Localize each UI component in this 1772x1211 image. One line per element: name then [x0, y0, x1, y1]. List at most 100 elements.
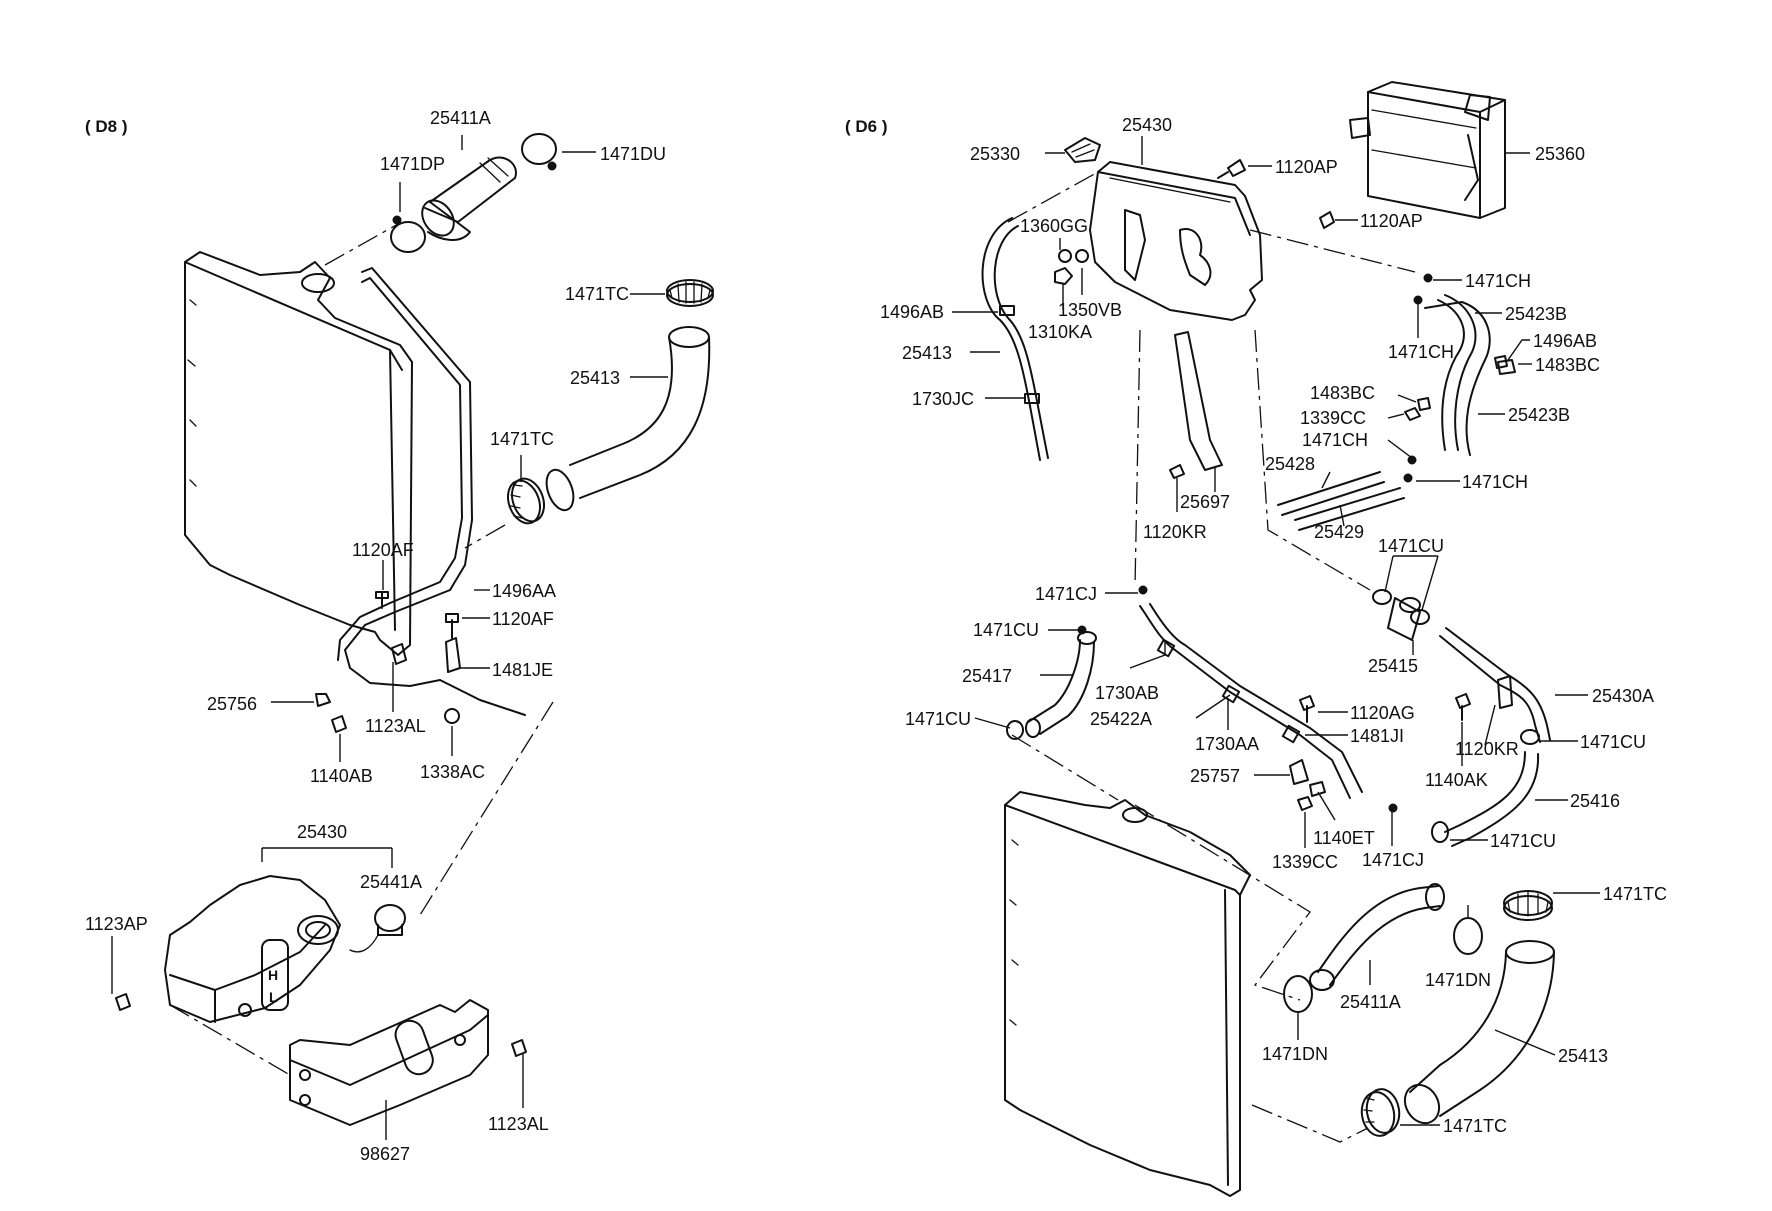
- label-98627: 98627: [360, 1144, 410, 1164]
- label-1350VB: 1350VB: [1058, 300, 1122, 320]
- nut-1310KA: [1054, 267, 1073, 285]
- label-25422A: 25422A: [1090, 709, 1152, 729]
- label-1120AF-b: 1120AF: [492, 609, 554, 629]
- bolt-1140AB: [331, 715, 347, 733]
- bolt-1140ET: [1309, 781, 1326, 797]
- label-1471DU: 1471DU: [600, 144, 666, 164]
- cap-25441A: [349, 904, 406, 953]
- label-1120KR-a: 1120KR: [1143, 522, 1207, 542]
- label-1471TC-mid-d8: 1471TC: [490, 429, 554, 449]
- hose-25423B-upper: [1437, 299, 1465, 451]
- hose-25428: [1277, 471, 1385, 516]
- bolt-1140AK: [1455, 693, 1471, 721]
- washer-1360GG: [1058, 249, 1072, 263]
- radiator-d8: [184, 251, 413, 656]
- label-25757: 25757: [1190, 766, 1240, 786]
- label-1730AA: 1730AA: [1195, 734, 1259, 754]
- clamp-1471DN-b: [1283, 975, 1313, 1013]
- bracket-1481JE: [445, 637, 461, 673]
- bolt-1120AP-b: [1319, 211, 1335, 229]
- label-25413-d8: 25413: [570, 368, 620, 388]
- leaders-d8: [111, 135, 668, 1140]
- clamp-1471CU-b: [1077, 625, 1087, 635]
- label-1338AC: 1338AC: [420, 762, 485, 782]
- label-25430-d6: 25430: [1122, 115, 1172, 135]
- bolt-1123AP: [115, 993, 131, 1011]
- label-1471CJ-a: 1471CJ: [1035, 584, 1097, 604]
- cap-25330: [1064, 137, 1101, 163]
- bracket-25697: [1174, 331, 1223, 471]
- clamp-1471CU-a1: [1372, 589, 1392, 605]
- d6-assembly: [981, 81, 1555, 1197]
- bracket-98627: [289, 999, 489, 1126]
- clamp-1471TC-a: [1503, 890, 1553, 921]
- label-25416: 25416: [1570, 791, 1620, 811]
- label-1471CH-d: 1471CH: [1462, 472, 1528, 492]
- labels-d8: ( D8 ) 25411A 1471DP 1471DU 1471TC 25413…: [85, 108, 666, 1164]
- label-25429: 25429: [1314, 522, 1364, 542]
- label-1140AK: 1140AK: [1425, 770, 1488, 790]
- fitting-25415: [1387, 597, 1421, 641]
- label-1471TC-a-d6: 1471TC: [1603, 884, 1667, 904]
- label-1481JI: 1481JI: [1350, 726, 1404, 746]
- label-25417: 25417: [962, 666, 1012, 686]
- nut-1339CC-a: [1404, 407, 1421, 421]
- hose-25416: [1444, 751, 1526, 833]
- d8-assembly: H L: [115, 133, 714, 1126]
- reservoir-25360: [1349, 81, 1506, 219]
- bolt-1123AL-b: [511, 1039, 527, 1057]
- label-1471CU-d: 1471CU: [1580, 732, 1646, 752]
- clamp-1471TC-mid: [507, 477, 545, 525]
- leaders-d6: [952, 136, 1600, 1126]
- label-1471CU-e: 1471CU: [1490, 831, 1556, 851]
- bolt-1120KR-a: [1169, 464, 1185, 479]
- label-1120AG: 1120AG: [1350, 703, 1415, 723]
- label-1120AP-b: 1120AP: [1360, 211, 1423, 231]
- label-1471CU-c: 1471CU: [905, 709, 971, 729]
- label-1481JE: 1481JE: [492, 660, 553, 680]
- clamp-1471TC-top: [666, 279, 714, 307]
- nut-1339CC-b: [1297, 796, 1313, 811]
- label-25430-d8: 25430: [297, 822, 347, 842]
- label-25441A: 25441A: [360, 872, 422, 892]
- label-1123AP: 1123AP: [85, 914, 148, 934]
- label-25413-d6-a: 25413: [902, 343, 952, 363]
- label-25330: 25330: [970, 144, 1020, 164]
- radiator-d6: [1004, 791, 1251, 1197]
- label-1496AB-b: 1496AB: [1533, 331, 1597, 351]
- label-1730JC: 1730JC: [912, 389, 974, 409]
- overflow-tube-d8: [344, 267, 526, 716]
- label-1120AF-a: 1120AF: [352, 540, 414, 560]
- clamp-1471DU: [521, 133, 557, 165]
- label-25423B-a: 25423B: [1505, 304, 1567, 324]
- grommet-1338AC: [444, 708, 460, 724]
- hose-25429: [1294, 487, 1405, 531]
- label-25360: 25360: [1535, 144, 1585, 164]
- bracket-1483BC-b: [1417, 397, 1431, 411]
- bracket-25757: [1289, 759, 1309, 785]
- label-25697: 25697: [1180, 492, 1230, 512]
- emb-h: H: [268, 967, 278, 983]
- label-1471TC-top-d8: 1471TC: [565, 284, 629, 304]
- bolt-1120AP-a: [1217, 159, 1246, 179]
- clamp-1471CU-a2: [1410, 609, 1430, 625]
- lower-hose-25413-d8: [545, 326, 711, 512]
- label-25413-d6-b: 25413: [1558, 1046, 1608, 1066]
- label-1471CH-c: 1471CH: [1302, 430, 1368, 450]
- label-1471CH-a: 1471CH: [1465, 271, 1531, 291]
- reservoir-tank-25430-d8: H L: [164, 875, 341, 1023]
- label-1120KR-b: 1120KR: [1455, 739, 1519, 759]
- clamp-1471TC-b: [1360, 1088, 1401, 1137]
- clip-1496AB: [1494, 355, 1508, 369]
- section-header-d6: ( D6 ): [845, 117, 888, 136]
- label-1140AB: 1140AB: [310, 766, 373, 786]
- label-1140ET: 1140ET: [1313, 828, 1375, 848]
- overflow-hose-25413-d6: [981, 217, 1041, 461]
- clamp-1471DN-a: [1453, 917, 1483, 955]
- bracket-1120KR-b: [1497, 675, 1513, 709]
- label-25415: 25415: [1368, 656, 1418, 676]
- hose-25430A: [1439, 635, 1541, 743]
- label-1471TC-b-d6: 1471TC: [1443, 1116, 1507, 1136]
- label-1360GG: 1360GG: [1020, 216, 1088, 236]
- label-1496AB-a: 1496AB: [880, 302, 944, 322]
